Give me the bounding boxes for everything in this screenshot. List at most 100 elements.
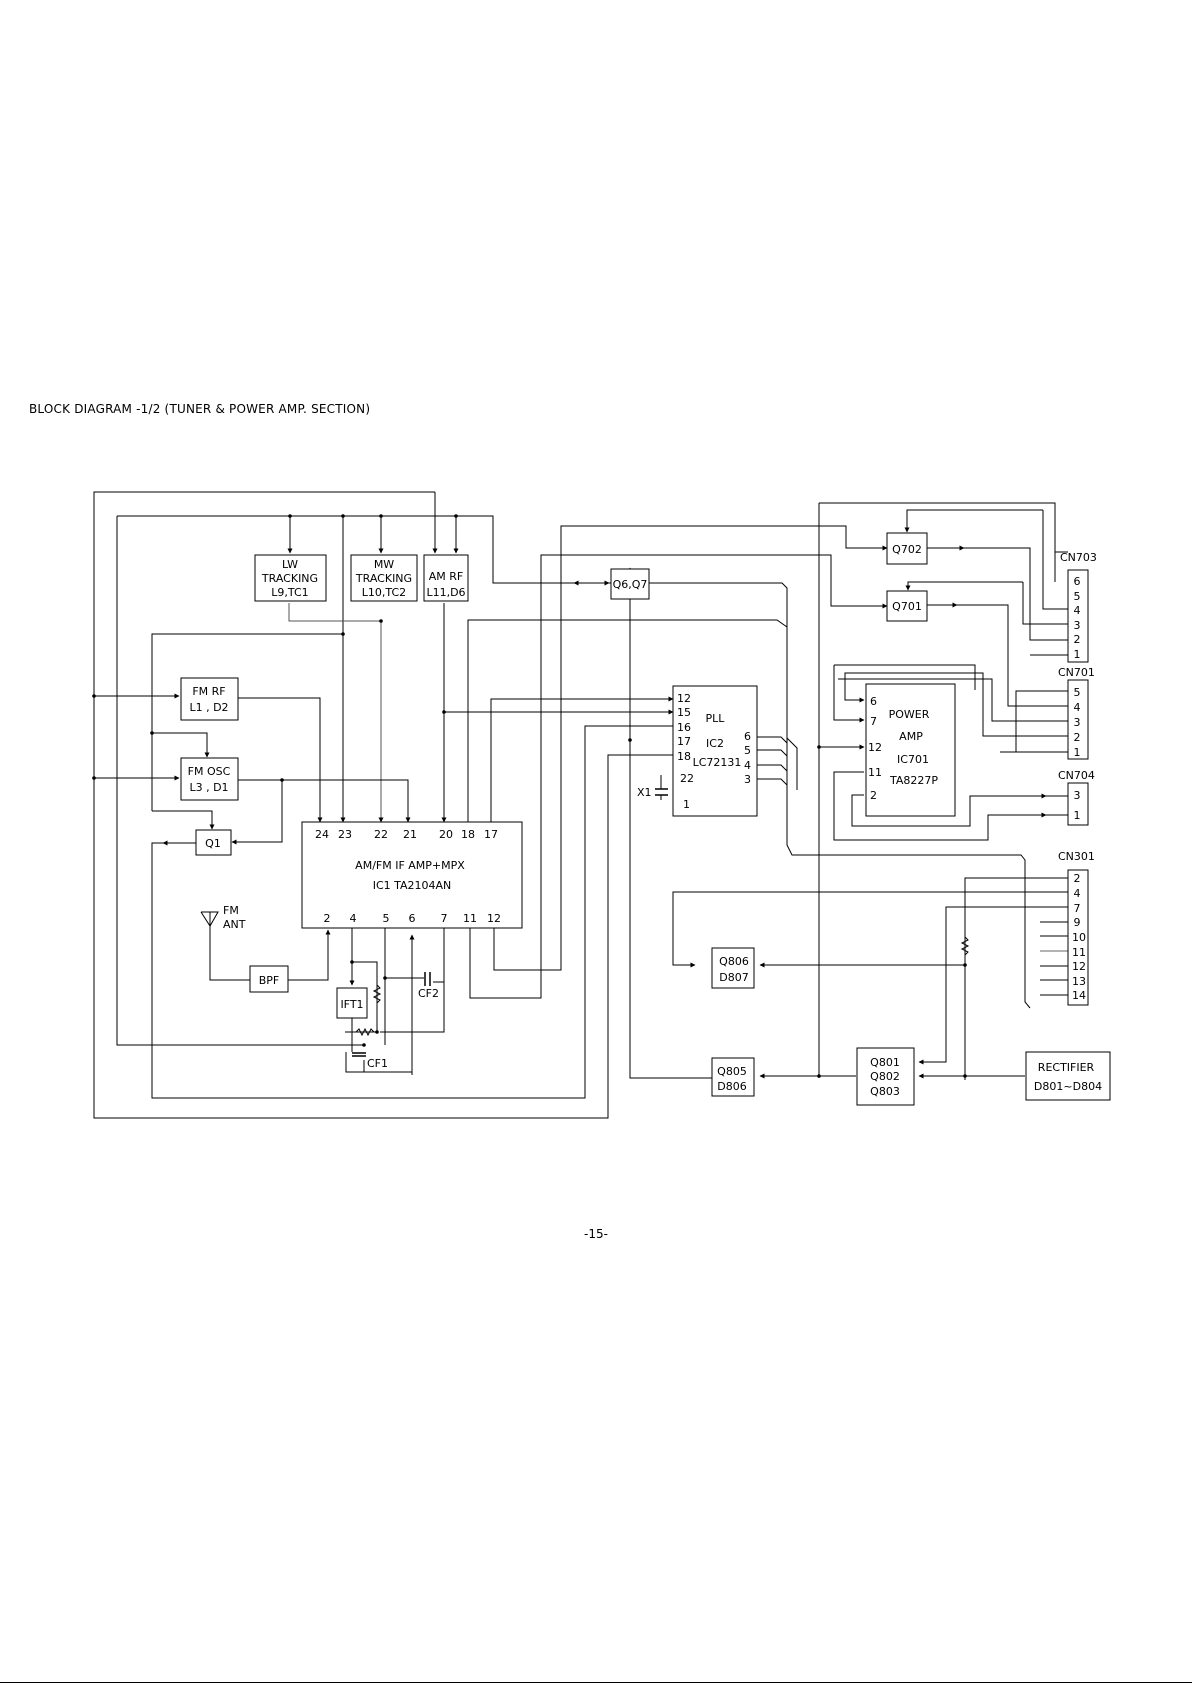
x1-label: X1: [637, 786, 652, 799]
resistor-symbols: [355, 936, 970, 1037]
ic1-pin: 11: [463, 912, 477, 925]
rectifier-label-2: D801~D804: [1034, 1080, 1102, 1093]
cn701-box: [1067, 679, 1089, 760]
cn301-label: CN301: [1058, 850, 1095, 863]
power-amp-pin: 11: [868, 766, 882, 779]
pll-pin: 18: [677, 750, 691, 763]
cn703-pin: 6: [1074, 575, 1081, 588]
pll-pin: 22: [680, 772, 694, 785]
ic1-pin: 21: [403, 828, 417, 841]
pll-pin: 6: [744, 730, 751, 743]
cf1-label: CF1: [367, 1057, 388, 1070]
q801-label-3: Q803: [870, 1085, 900, 1098]
fm-osc-box: [180, 757, 239, 801]
cn703-label: CN703: [1060, 551, 1097, 564]
ic1-pin: 24: [315, 828, 329, 841]
cn301-box: [1067, 869, 1089, 1006]
cn701-pin: 2: [1074, 731, 1081, 744]
bottom-rule: [0, 1682, 1192, 1683]
cn704-pin: 3: [1074, 789, 1081, 802]
cn701-pin: 3: [1074, 716, 1081, 729]
ic1-pin: 12: [487, 912, 501, 925]
cn301-pin: 4: [1074, 887, 1081, 900]
power-amp-label-4: TA8227P: [889, 774, 938, 787]
power-amp-box: [865, 683, 956, 817]
q702-box: [886, 532, 928, 565]
block-labels: LW TRACKING L9,TC1 MW TRACKING L10,TC2 A…: [188, 543, 1102, 1098]
rectifier-box: [1025, 1051, 1111, 1101]
page-number: -15-: [584, 1227, 608, 1241]
pll-pin: 17: [677, 735, 691, 748]
fm-rf-label-2: L1 , D2: [189, 701, 228, 714]
pll-pin: 5: [744, 744, 751, 757]
q805-box: [711, 1057, 755, 1097]
cn301-pin: 2: [1074, 872, 1081, 885]
power-amp-pin: 7: [870, 715, 877, 728]
lw-tracking-label-3: L9,TC1: [271, 586, 308, 599]
ift1-box: [336, 987, 368, 1019]
misc-labels: FM ANT CF1 CF2 X1 CN703 CN701 CN704 CN30…: [223, 551, 1097, 1070]
cn301-pin: 13: [1072, 975, 1086, 988]
mw-tracking-label-2: TRACKING: [355, 572, 412, 585]
fm-osc-label-2: L3 , D1: [189, 781, 228, 794]
ic1-pin: 18: [461, 828, 475, 841]
pll-pin: 12: [677, 692, 691, 705]
ic1-pin: 17: [484, 828, 498, 841]
power-amp-label-3: IC701: [897, 753, 929, 766]
fm-rf-box: [180, 677, 239, 721]
pll-pin: 15: [677, 706, 691, 719]
q1-label: Q1: [205, 837, 221, 850]
fm-rf-label-1: FM RF: [192, 685, 225, 698]
q6q7-box: [610, 568, 650, 600]
bpf-label: BPF: [259, 974, 280, 987]
am-rf-label-1: AM RF: [429, 570, 463, 583]
q801-box: [856, 1047, 915, 1106]
power-amp-pin: 6: [870, 695, 877, 708]
pll-pin: 3: [744, 773, 751, 786]
q701-box: [886, 590, 928, 622]
pll-label-3: LC72131: [693, 756, 742, 769]
cn703-pin: 1: [1074, 648, 1081, 661]
q6q7-label: Q6,Q7: [613, 578, 648, 591]
q805-label-2: D806: [717, 1080, 746, 1093]
antenna-icon: [200, 911, 219, 927]
lw-tracking-label-2: TRACKING: [261, 572, 318, 585]
cn703-pin: 5: [1074, 590, 1081, 603]
cn701-label: CN701: [1058, 666, 1095, 679]
pll-pin: 1: [683, 798, 690, 811]
ic1-label-1: AM/FM IF AMP+MPX: [355, 859, 465, 872]
pll-pin: 4: [744, 759, 751, 772]
q806-label-2: D807: [719, 971, 748, 984]
bpf-box: [249, 965, 289, 993]
fm-ant-label-2: ANT: [223, 918, 246, 931]
cn701-pin: 4: [1074, 701, 1081, 714]
cn703-pin: 3: [1074, 619, 1081, 632]
diagram-title: BLOCK DIAGRAM -1/2 (TUNER & POWER AMP. S…: [29, 402, 371, 416]
am-rf-box: [423, 554, 469, 602]
cn301-pin: 12: [1072, 960, 1086, 973]
q701-label: Q701: [892, 600, 922, 613]
q805-label-1: Q805: [717, 1065, 747, 1078]
cn704-pin: 1: [1074, 809, 1081, 822]
ic1-pin-numbers: 24 23 22 21 20 18 17 2 4 5 6 7 11 12: [315, 828, 501, 925]
ic1-pin: 23: [338, 828, 352, 841]
ic1-pin: 22: [374, 828, 388, 841]
am-rf-label-2: L11,D6: [426, 586, 465, 599]
cn701-pin: 5: [1074, 686, 1081, 699]
mw-tracking-label-3: L10,TC2: [362, 586, 406, 599]
cn301-pin: 14: [1072, 989, 1086, 1002]
cn704-box: [1067, 782, 1089, 826]
cn703-pin: 2: [1074, 633, 1081, 646]
ic1-pin: 6: [409, 912, 416, 925]
cf2-label: CF2: [418, 987, 439, 1000]
ic1-label-2: IC1 TA2104AN: [373, 879, 452, 892]
q1-box: [195, 829, 232, 856]
rectifier-label-1: RECTIFIER: [1038, 1061, 1095, 1074]
cn704-label: CN704: [1058, 769, 1095, 782]
q806-label-1: Q806: [719, 955, 749, 968]
ift1-label: IFT1: [340, 998, 363, 1011]
crystal-symbols: [352, 775, 668, 1057]
ic1-pin: 4: [350, 912, 357, 925]
cn301-pin: 7: [1074, 902, 1081, 915]
